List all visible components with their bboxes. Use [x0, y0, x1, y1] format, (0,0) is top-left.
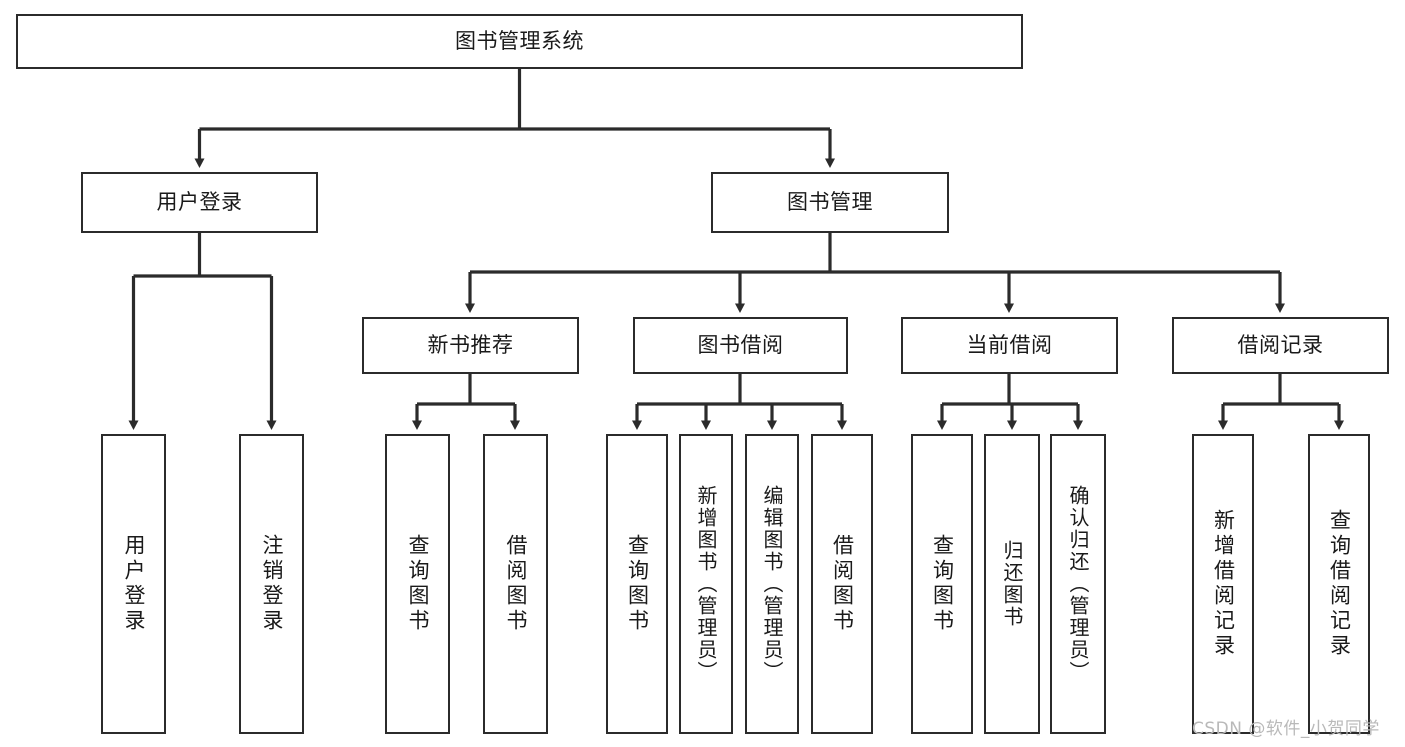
node-leaf-user-logout[interactable]: 注销登录 — [239, 434, 304, 734]
node-current-borrow[interactable]: 当前借阅 — [901, 317, 1118, 374]
node-leaf-add-record-label: 新增借阅记录 — [1211, 509, 1236, 659]
node-leaf-user-login[interactable]: 用户登录 — [101, 434, 166, 734]
node-leaf-add-record[interactable]: 新增借阅记录 — [1192, 434, 1254, 734]
node-leaf-query-book-3-label: 查询图书 — [930, 534, 955, 634]
node-leaf-confirm-return[interactable]: 确认归还（管理员） — [1050, 434, 1106, 734]
node-leaf-return-book-label: 归还图书 — [1000, 540, 1024, 628]
node-borrow-record-label: 借阅记录 — [1237, 332, 1324, 357]
node-new-book-rec-label: 新书推荐 — [427, 332, 514, 357]
node-leaf-user-login-label: 用户登录 — [122, 534, 147, 634]
node-leaf-borrow-book-2-label: 借阅图书 — [830, 534, 855, 634]
node-leaf-query-book-2-label: 查询图书 — [625, 534, 650, 634]
node-book-manage-label: 图书管理 — [787, 189, 873, 214]
node-book-borrow-label: 图书借阅 — [697, 332, 784, 357]
node-book-manage[interactable]: 图书管理 — [711, 172, 949, 233]
node-root-label: 图书管理系统 — [455, 28, 584, 53]
node-leaf-return-book[interactable]: 归还图书 — [984, 434, 1040, 734]
node-current-borrow-label: 当前借阅 — [966, 332, 1053, 357]
node-leaf-confirm-return-label: 确认归还（管理员） — [1066, 485, 1090, 683]
node-leaf-add-book[interactable]: 新增图书（管理员） — [679, 434, 733, 734]
node-leaf-edit-book[interactable]: 编辑图书（管理员） — [745, 434, 799, 734]
csdn-watermark: CSDN @软件_小贺同学 — [1192, 719, 1380, 739]
node-leaf-borrow-book-1-label: 借阅图书 — [504, 534, 529, 634]
node-leaf-query-book-3[interactable]: 查询图书 — [911, 434, 973, 734]
node-leaf-borrow-book-2[interactable]: 借阅图书 — [811, 434, 873, 734]
node-leaf-query-book-2[interactable]: 查询图书 — [606, 434, 668, 734]
node-leaf-borrow-book-1[interactable]: 借阅图书 — [483, 434, 548, 734]
node-user-login-label: 用户登录 — [156, 189, 243, 214]
node-new-book-rec[interactable]: 新书推荐 — [362, 317, 579, 374]
node-root[interactable]: 图书管理系统 — [16, 14, 1023, 69]
node-leaf-query-book-1-label: 查询图书 — [406, 534, 431, 634]
node-leaf-edit-book-label: 编辑图书（管理员） — [760, 485, 784, 683]
node-borrow-record[interactable]: 借阅记录 — [1172, 317, 1389, 374]
node-book-borrow[interactable]: 图书借阅 — [633, 317, 848, 374]
node-leaf-query-book-1[interactable]: 查询图书 — [385, 434, 450, 734]
node-leaf-user-logout-label: 注销登录 — [260, 534, 285, 634]
node-leaf-query-record-label: 查询借阅记录 — [1327, 509, 1352, 659]
node-user-login[interactable]: 用户登录 — [81, 172, 318, 233]
node-leaf-add-book-label: 新增图书（管理员） — [694, 485, 718, 683]
node-leaf-query-record[interactable]: 查询借阅记录 — [1308, 434, 1370, 734]
